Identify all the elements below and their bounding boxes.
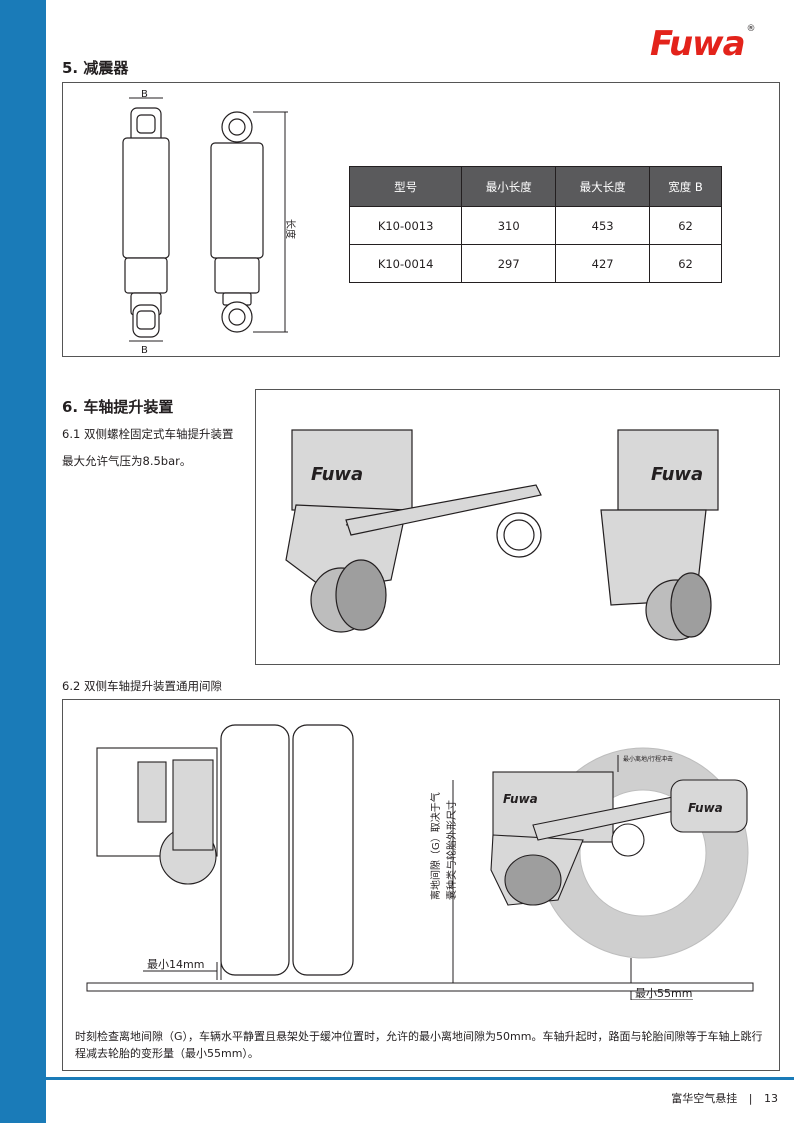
stroke-label: 最小离地/行程冲击	[623, 755, 673, 763]
shock-absorber-table: 型号 最小长度 最大长度 宽度 B K10-0013 310 453 62 K1…	[348, 166, 722, 283]
footer-text: 富华空气悬挂	[671, 1092, 738, 1105]
table-row: K10-0014 297 427 62	[348, 244, 722, 283]
shock-absorber-panel: B B 长度	[62, 82, 780, 357]
footer-separator: |	[748, 1092, 753, 1105]
section6-1-heading: 6.1 双侧螺栓固定式车轴提升装置	[62, 427, 234, 441]
clearance-caption: 时刻检查离地间隙（G），车辆水平静置且悬架处于缓冲位置时，允许的最小离地间隙为5…	[75, 1030, 763, 1060]
clearance-drawing: 最小14mm Fuwa Fuwa 最小离地/行程冲击 离地间隙（G）取决于气 囊…	[86, 724, 754, 1000]
table-cell: 297	[461, 244, 557, 283]
clearance-panel: 最小14mm Fuwa Fuwa 最小离地/行程冲击 离地间隙（G）取决于气 囊…	[62, 699, 780, 1071]
section6-2-heading: 6.2 双侧车轴提升装置通用间隙	[62, 679, 222, 693]
label-min-14mm: 最小14mm	[147, 958, 204, 971]
table-cell: 427	[555, 244, 651, 283]
table-header-cell: 宽度 B	[649, 166, 722, 207]
footer: 富华空气悬挂 | 13	[671, 1090, 778, 1106]
shock-absorber-drawing: B B 长度	[122, 89, 297, 356]
logo-registered-mark: ®	[746, 24, 756, 34]
table-cell: K10-0013	[348, 206, 463, 245]
section5-title: 5. 减震器	[62, 59, 129, 77]
dim-length: 长度	[284, 219, 297, 239]
side-band	[0, 0, 46, 1123]
page-number: 13	[764, 1092, 778, 1105]
axle-lift-drawing: Fuwa Fuwa	[285, 429, 719, 641]
device-logo-right: Fuwa	[651, 464, 703, 485]
table-header-cell: 最小长度	[461, 166, 557, 207]
table-cell: K10-0014	[348, 244, 463, 283]
table-cell: 62	[649, 244, 722, 283]
clearance-logo-b: Fuwa	[688, 801, 723, 815]
table-row: K10-0013 310 453 62	[348, 206, 722, 245]
device-logo-left: Fuwa	[311, 464, 363, 485]
vertical-label-2: 囊种类与轮胎外形尺寸	[445, 800, 458, 900]
logo-text: Fuwa	[650, 24, 746, 64]
vertical-label-1: 离地间隙（G）取决于气	[429, 792, 442, 900]
max-pressure-note: 最大允许气压为8.5bar。	[62, 454, 192, 468]
clearance-logo-a: Fuwa	[503, 792, 538, 806]
table-cell: 453	[555, 206, 651, 245]
table-header-cell: 最大长度	[555, 166, 651, 207]
table-header-cell: 型号	[348, 166, 463, 207]
table-cell: 62	[649, 206, 722, 245]
table-cell: 310	[461, 206, 557, 245]
axle-lift-panel: Fuwa Fuwa	[255, 389, 780, 665]
table-header-row: 型号 最小长度 最大长度 宽度 B	[348, 166, 722, 207]
dim-b-top: B	[141, 89, 148, 100]
label-min-55mm: 最小55mm	[635, 987, 692, 1000]
footer-divider	[46, 1077, 794, 1080]
fuwa-logo: Fuwa®	[650, 24, 760, 68]
section6-title: 6. 车轴提升装置	[62, 398, 174, 416]
dim-b-bottom: B	[141, 345, 148, 356]
